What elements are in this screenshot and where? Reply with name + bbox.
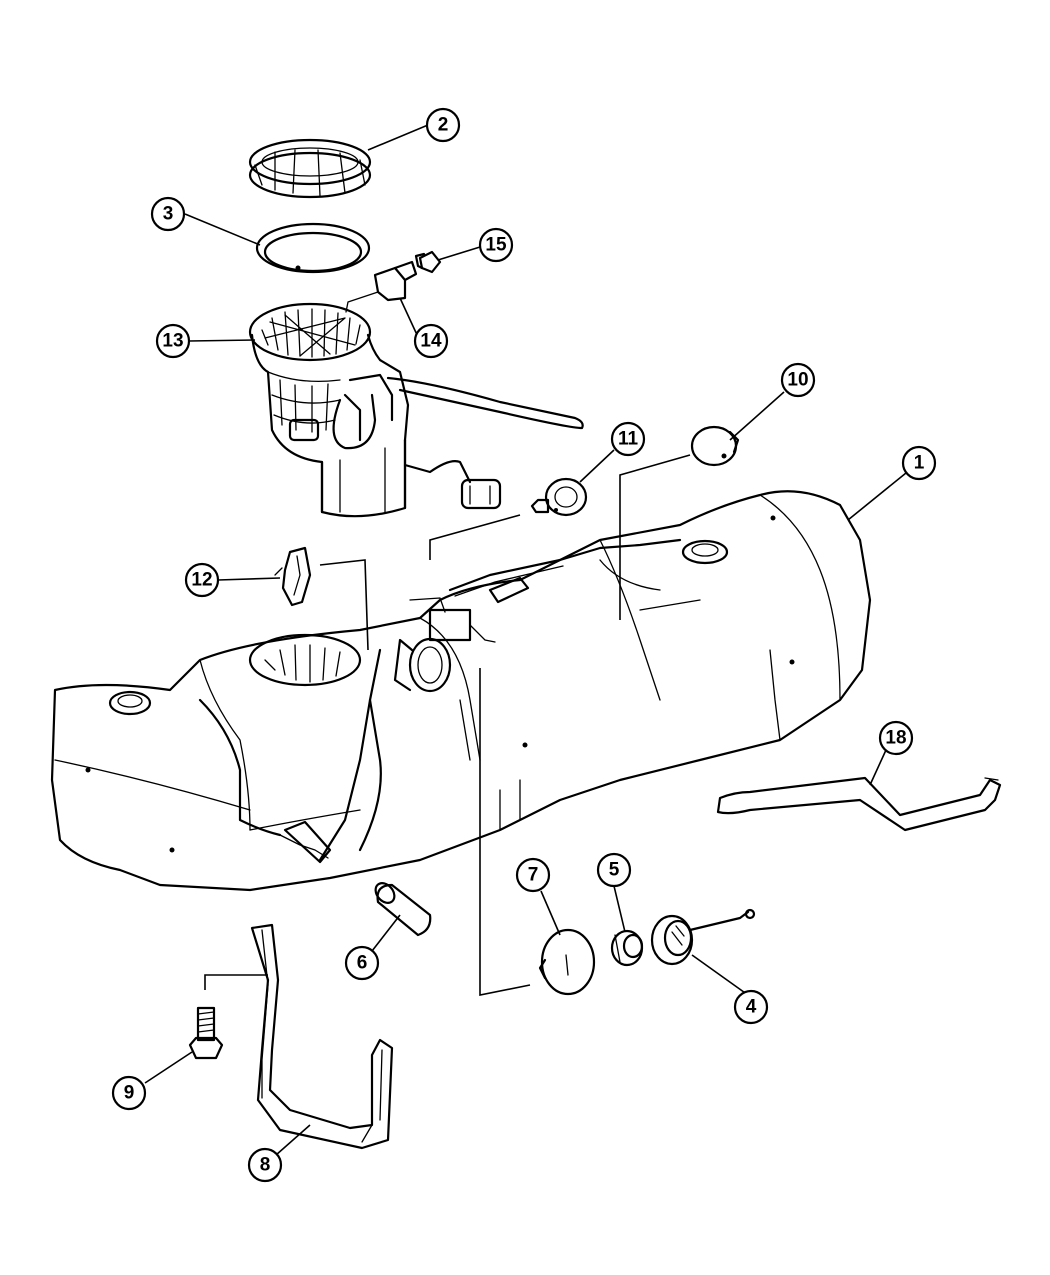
callout-15: 15 — [478, 227, 514, 263]
callout-label: 4 — [746, 997, 757, 1018]
part-filler-hose — [374, 882, 432, 937]
callout-label: 13 — [162, 331, 183, 352]
callout-13: 13 — [155, 323, 191, 359]
callout-12: 12 — [184, 562, 220, 598]
callout-label: 9 — [124, 1083, 135, 1104]
callout-label: 1 — [914, 453, 925, 474]
part-fuel-cap — [650, 908, 756, 966]
callout-14: 14 — [413, 323, 449, 359]
callout-2: 2 — [425, 107, 461, 143]
part-seal-ring — [255, 222, 371, 274]
part-vent-hose — [716, 776, 1002, 832]
callout-4: 4 — [733, 989, 769, 1025]
callout-7: 7 — [515, 857, 551, 893]
callout-1: 1 — [901, 445, 937, 481]
callout-label: 5 — [609, 860, 620, 881]
part-fuel-tank — [50, 490, 872, 892]
part-filler-gasket — [610, 929, 644, 967]
part-rollover-valve — [530, 477, 588, 517]
part-access-cover — [690, 425, 740, 467]
callout-label: 8 — [260, 1155, 271, 1176]
callout-11: 11 — [610, 421, 646, 457]
callout-label: 12 — [191, 570, 212, 591]
callout-5: 5 — [596, 852, 632, 888]
callout-9: 9 — [111, 1075, 147, 1111]
callout-label: 18 — [885, 728, 906, 749]
part-lock-ring — [248, 138, 372, 199]
callout-10: 10 — [780, 362, 816, 398]
callout-18: 18 — [878, 720, 914, 756]
callout-8: 8 — [247, 1147, 283, 1183]
callout-label: 11 — [618, 429, 639, 450]
part-vapor-bracket — [274, 546, 312, 607]
callout-label: 14 — [420, 331, 442, 352]
callout-3: 3 — [150, 196, 186, 232]
callout-label: 2 — [438, 115, 449, 136]
assembly-lines — [204, 454, 691, 996]
part-fuel-filler-door — [538, 928, 596, 996]
callout-label: 15 — [485, 235, 507, 256]
part-electrical-connector — [345, 260, 418, 313]
callout-label: 6 — [357, 953, 368, 974]
part-tank-strap — [250, 923, 394, 1150]
callout-label: 10 — [787, 370, 808, 391]
callout-6: 6 — [344, 945, 380, 981]
callout-label: 3 — [163, 204, 174, 225]
part-fuel-pump-module — [248, 302, 584, 518]
callout-label: 7 — [528, 865, 539, 886]
part-strap-bolt — [188, 1006, 224, 1060]
callout-leaders — [144, 124, 907, 1156]
part-retainer-clip — [414, 250, 442, 274]
